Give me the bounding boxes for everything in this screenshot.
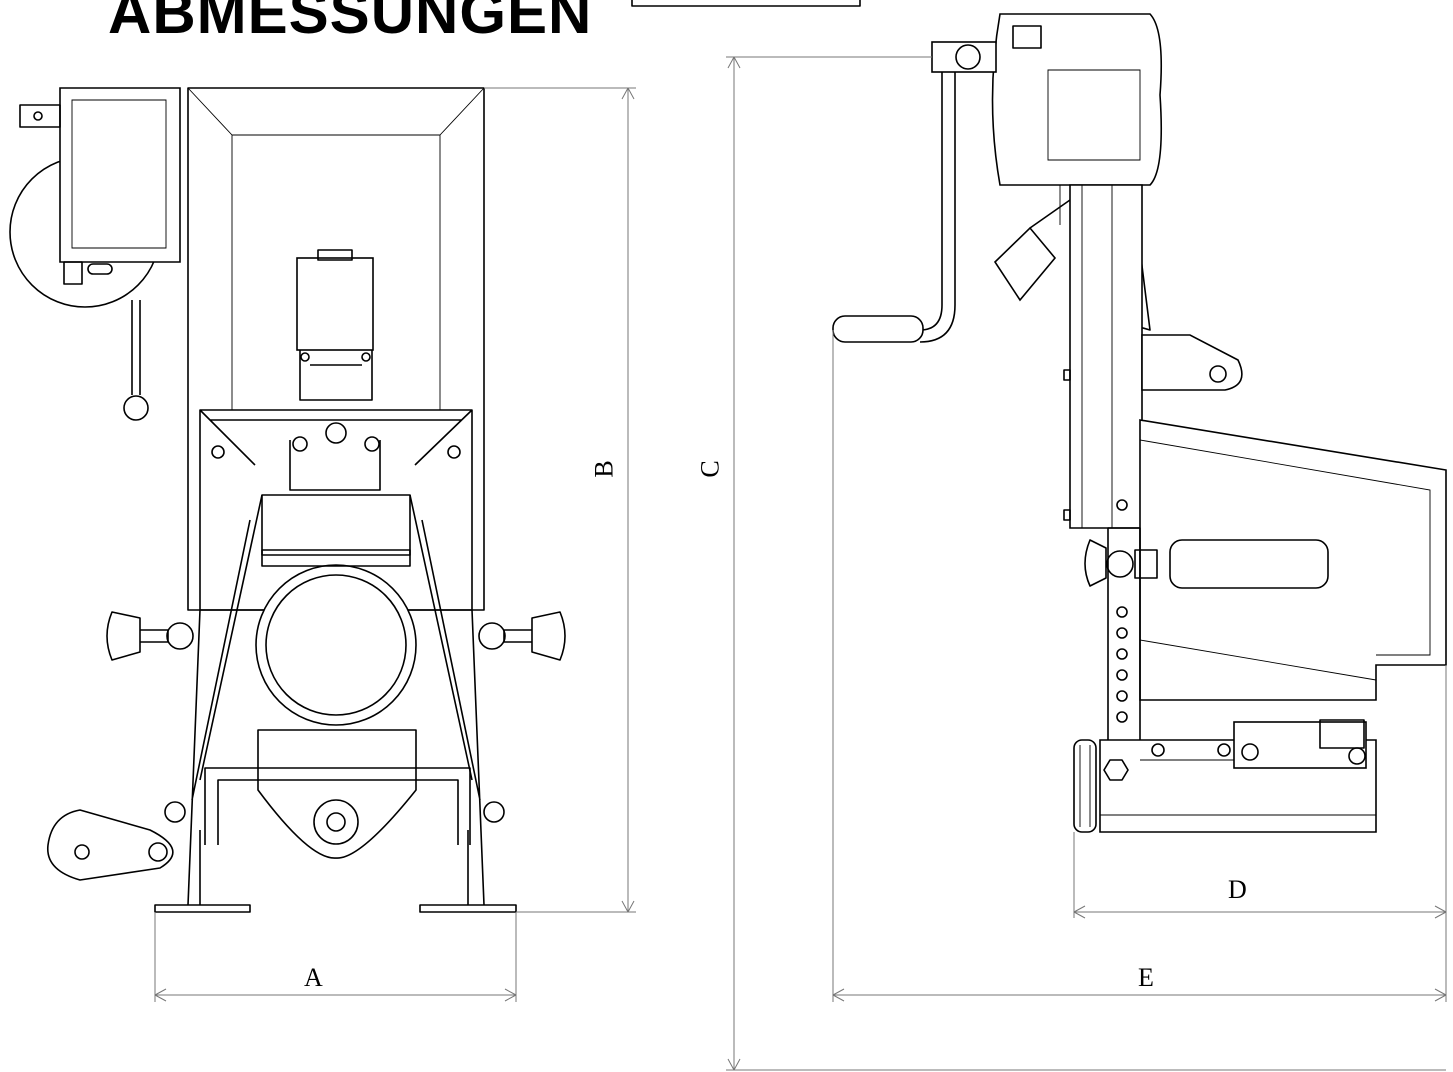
side-base-bolt xyxy=(1151,743,1165,757)
front-pump-wheel xyxy=(313,799,359,845)
front-motor-housing xyxy=(261,494,411,556)
front-knob-left xyxy=(106,611,169,661)
front-main-motor xyxy=(255,564,417,726)
front-side-slot xyxy=(87,263,113,275)
front-hopper-inner xyxy=(187,87,485,410)
front-crank-plate xyxy=(47,809,174,881)
side-strip-hole xyxy=(1116,690,1128,702)
side-view xyxy=(832,13,1447,833)
dim-b-line xyxy=(484,87,636,913)
side-arm-plate xyxy=(1141,334,1243,391)
front-bolt xyxy=(361,352,371,362)
side-crank-arm xyxy=(919,72,956,343)
front-shaft xyxy=(325,422,347,444)
front-side-clip xyxy=(63,261,83,285)
dim-e-line xyxy=(832,330,1447,1002)
front-knob-right-nut xyxy=(478,622,506,650)
side-clamp-block xyxy=(1319,719,1365,749)
side-base-hex xyxy=(1103,759,1129,781)
dim-c-line xyxy=(726,56,1446,1071)
side-clamp-bolt xyxy=(1348,747,1366,765)
side-lower-hopper-inner xyxy=(1139,439,1431,681)
front-bolt xyxy=(292,436,308,452)
front-shaft-housing xyxy=(289,440,381,491)
side-pulley xyxy=(1073,739,1097,833)
front-view xyxy=(9,87,566,913)
dim-b-label: B xyxy=(589,460,619,478)
side-strip-hole xyxy=(1116,499,1128,511)
dim-d-line xyxy=(1073,665,1447,919)
front-foot-right xyxy=(419,830,517,913)
side-knob-nut xyxy=(1106,550,1134,578)
front-side-hopper-inner xyxy=(71,99,167,249)
side-crank-pivot xyxy=(955,44,981,70)
side-pulley-groove xyxy=(1079,745,1091,827)
side-arm-hole xyxy=(1209,365,1227,383)
side-knob xyxy=(1084,539,1107,587)
side-angled-unit xyxy=(993,226,1057,302)
dimension-lines xyxy=(154,56,1447,1071)
side-clamp xyxy=(1233,721,1367,769)
side-column xyxy=(1069,184,1143,529)
front-pump-hub xyxy=(326,812,346,832)
front-nut xyxy=(164,801,186,823)
side-small-tabs xyxy=(1063,369,1071,521)
front-nut xyxy=(483,801,505,823)
side-motor-clip xyxy=(1012,25,1042,49)
side-strip-hole xyxy=(1116,606,1128,618)
side-crank-head xyxy=(931,41,997,73)
top-edge-fragment xyxy=(631,0,861,7)
front-hopper-outer xyxy=(187,87,485,611)
front-bolt xyxy=(211,445,225,459)
front-bolt xyxy=(364,436,380,452)
front-main-motor-face xyxy=(265,574,407,716)
front-pump-body xyxy=(257,729,417,859)
front-bolt xyxy=(300,352,310,362)
front-motor-bracket xyxy=(299,350,373,401)
side-hopper-window xyxy=(1169,539,1329,589)
dim-d-label: D xyxy=(1228,875,1247,904)
front-leg-right xyxy=(409,494,485,906)
side-strip-hole xyxy=(1116,669,1128,681)
front-foot-left xyxy=(154,830,251,913)
side-base-bolt xyxy=(1217,743,1231,757)
side-strip-hole xyxy=(1116,648,1128,660)
front-side-rod-end xyxy=(123,395,149,421)
front-gear-motor xyxy=(296,257,374,351)
front-leg-left xyxy=(187,494,263,906)
front-motor-band xyxy=(261,549,411,567)
dim-a-line xyxy=(154,912,517,1002)
side-crank-grip xyxy=(832,315,924,343)
front-knob-left-nut xyxy=(166,622,194,650)
front-knob-right xyxy=(503,611,566,661)
front-gear-motor-cap xyxy=(317,249,353,261)
front-side-tab xyxy=(19,104,61,128)
side-clamp-bolt xyxy=(1241,743,1259,761)
side-strip-hole xyxy=(1116,711,1128,723)
front-side-hopper xyxy=(59,87,181,263)
dim-c-label: C xyxy=(695,460,725,478)
side-top-motor xyxy=(991,13,1163,186)
front-side-rod xyxy=(131,300,141,395)
side-knob-block xyxy=(1134,549,1158,579)
front-crank-hole xyxy=(148,842,168,862)
front-u-frame xyxy=(204,767,471,845)
front-crank-hole xyxy=(74,844,90,860)
dim-e-label: E xyxy=(1138,963,1154,992)
page-title: ABMESSUNGEN xyxy=(108,0,593,46)
side-strip-hole xyxy=(1116,627,1128,639)
side-lower-hopper xyxy=(1139,419,1447,701)
front-side-tab-hole xyxy=(33,111,43,121)
front-bolt xyxy=(447,445,461,459)
dim-a-label: A xyxy=(304,963,323,992)
side-column-inner xyxy=(1081,185,1113,528)
